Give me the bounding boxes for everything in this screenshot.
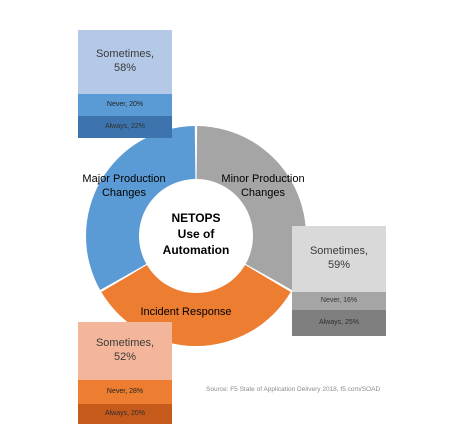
- major-production-changes-never-segment: Never, 20%: [78, 94, 172, 116]
- minor-production-changes-always-segment: Always, 25%: [292, 310, 386, 336]
- major-production-changes-sometimes-segment: Sometimes,58%: [78, 30, 172, 94]
- breakdown-label: Always, 22%: [104, 122, 146, 130]
- minor-production-changes-never-segment: Never, 16%: [292, 292, 386, 310]
- breakdown-label: Sometimes,52%: [95, 337, 155, 363]
- breakdown-label: Never, 28%: [106, 387, 144, 395]
- incident-response-sometimes-segment: Sometimes,52%: [78, 322, 172, 380]
- donut-slice-major-production-changes: [86, 126, 196, 291]
- breakdown-minor-production: Sometimes,59% Never, 16% Always, 25%: [292, 226, 386, 336]
- breakdown-label: Sometimes,59%: [309, 245, 369, 271]
- minor-production-changes-sometimes-segment: Sometimes,59%: [292, 226, 386, 292]
- source-note: Source: F5 State of Application Delivery…: [206, 386, 381, 393]
- breakdown-label: Never, 20%: [106, 100, 144, 108]
- breakdown-label: Always, 20%: [104, 409, 146, 417]
- segment-label-incident-response: Incident Response: [140, 306, 231, 318]
- center-circle: [141, 181, 251, 291]
- breakdown-incident-response: Sometimes,52% Never, 28% Always, 20%: [78, 322, 172, 424]
- breakdown-major-production: Sometimes,58% Never, 20% Always, 22%: [78, 30, 172, 138]
- breakdown-label: Never, 16%: [320, 296, 358, 304]
- incident-response-always-segment: Always, 20%: [78, 404, 172, 424]
- incident-response-never-segment: Never, 28%: [78, 380, 172, 404]
- breakdown-label: Always, 25%: [318, 318, 360, 326]
- breakdown-label: Sometimes,58%: [95, 48, 155, 74]
- donut-slice-minor-production-changes: [196, 126, 306, 290]
- major-production-changes-always-segment: Always, 22%: [78, 116, 172, 138]
